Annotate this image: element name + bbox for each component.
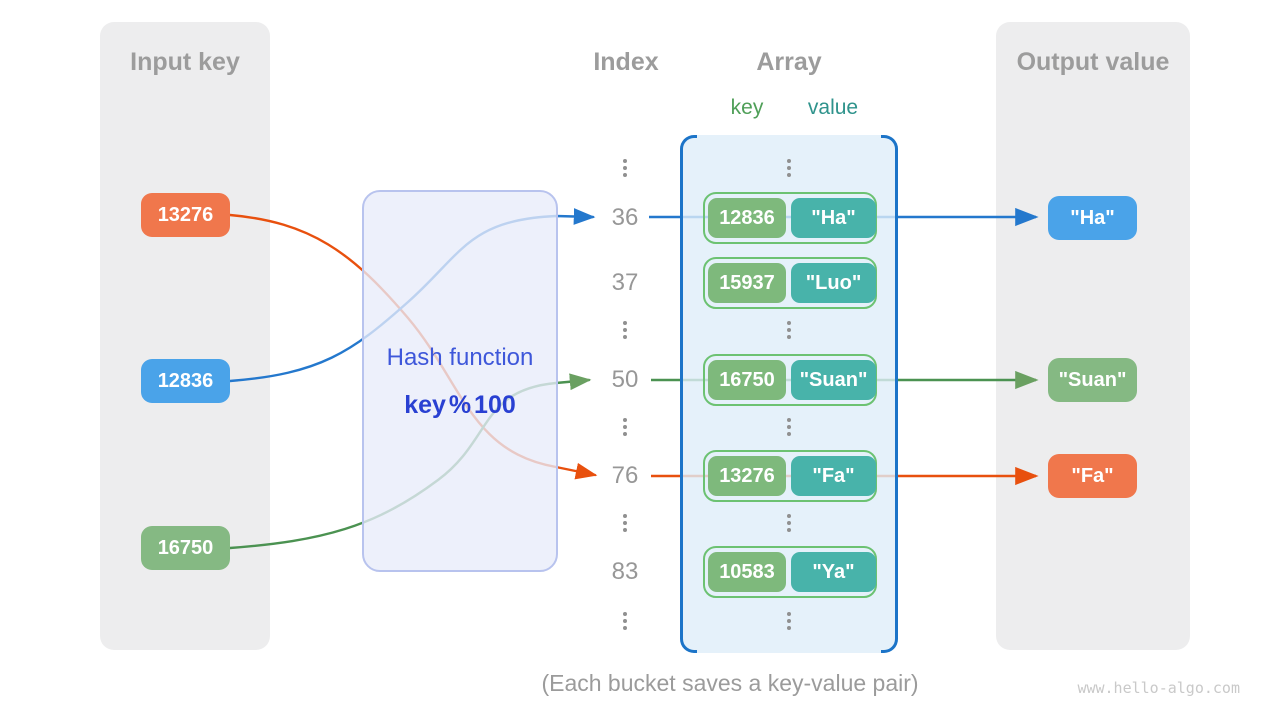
ellipsis-icon bbox=[787, 612, 791, 630]
hash-function-box bbox=[362, 190, 558, 572]
bucket-key: 10583 bbox=[708, 552, 786, 592]
hash-function-formula: key % 100 bbox=[404, 391, 516, 419]
ellipsis-icon bbox=[623, 418, 627, 436]
input-key-label: 13276 bbox=[157, 203, 214, 226]
ellipsis-icon bbox=[787, 514, 791, 532]
array-column-header: Array bbox=[756, 48, 822, 76]
output-value-label: "Suan" bbox=[1058, 368, 1127, 391]
bucket-key: 13276 bbox=[708, 456, 786, 496]
array-bracket-right bbox=[881, 135, 898, 653]
ellipsis-icon bbox=[787, 418, 791, 436]
output-value-label: "Fa" bbox=[1071, 464, 1114, 487]
ellipsis-icon bbox=[787, 159, 791, 177]
input-panel-title: Input key bbox=[130, 48, 240, 76]
ellipsis-icon bbox=[623, 321, 627, 339]
input-key-chip: 12836 bbox=[141, 359, 230, 403]
bucket: 13276 "Fa" bbox=[703, 450, 877, 502]
bucket-key: 16750 bbox=[708, 360, 786, 400]
index-value: 36 bbox=[611, 204, 639, 231]
index-value: 50 bbox=[611, 366, 639, 393]
output-value-chip: "Suan" bbox=[1048, 358, 1137, 402]
bucket-value: "Luo" bbox=[791, 263, 876, 303]
input-key-label: 12836 bbox=[157, 369, 214, 392]
array-bracket-left bbox=[680, 135, 697, 653]
output-value-chip: "Fa" bbox=[1048, 454, 1137, 498]
input-key-chip: 16750 bbox=[141, 526, 230, 570]
bucket-value: "Ya" bbox=[791, 552, 876, 592]
bucket-key: 15937 bbox=[708, 263, 786, 303]
hash-function-title: Hash function bbox=[386, 344, 534, 371]
watermark: www.hello-algo.com bbox=[1077, 679, 1240, 697]
output-value-panel bbox=[996, 22, 1190, 650]
bucket: 16750 "Suan" bbox=[703, 354, 877, 406]
index-value: 76 bbox=[611, 462, 639, 489]
array-key-header: key bbox=[730, 96, 764, 119]
bucket: 15937 "Luo" bbox=[703, 257, 877, 309]
index-column-header: Index bbox=[593, 48, 659, 76]
output-value-chip: "Ha" bbox=[1048, 196, 1137, 240]
input-key-label: 16750 bbox=[157, 536, 214, 559]
ellipsis-icon bbox=[623, 514, 627, 532]
bucket: 10583 "Ya" bbox=[703, 546, 877, 598]
array-value-header: value bbox=[807, 96, 859, 119]
output-value-label: "Ha" bbox=[1070, 206, 1115, 229]
bucket-value: "Ha" bbox=[791, 198, 876, 238]
ellipsis-icon bbox=[787, 321, 791, 339]
bucket: 12836 "Ha" bbox=[703, 192, 877, 244]
bucket-key: 12836 bbox=[708, 198, 786, 238]
index-value: 83 bbox=[611, 558, 639, 585]
index-value: 37 bbox=[611, 269, 639, 296]
bucket-value: "Suan" bbox=[791, 360, 876, 400]
ellipsis-icon bbox=[623, 159, 627, 177]
diagram-caption: (Each bucket saves a key-value pair) bbox=[541, 670, 919, 696]
input-key-chip: 13276 bbox=[141, 193, 230, 237]
output-panel-title: Output value bbox=[1016, 48, 1170, 76]
ellipsis-icon bbox=[623, 612, 627, 630]
bucket-value: "Fa" bbox=[791, 456, 876, 496]
